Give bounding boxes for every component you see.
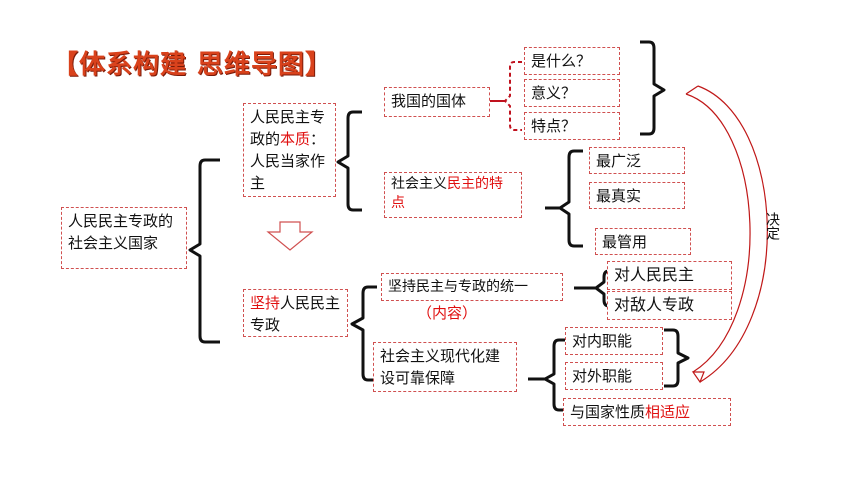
- guarantee-node: 社会主义现代化建设可靠保障: [373, 342, 517, 392]
- uphold-node: 坚持人民民主专政: [243, 289, 348, 337]
- question-what-node: 是什么？: [524, 47, 620, 75]
- essence-node: 人民民主专政的本质：人民当家作主: [243, 103, 336, 197]
- socialist-democracy-node: 社会主义民主的特点: [384, 172, 522, 218]
- question-features-node: 特点？: [524, 112, 620, 140]
- internal-function-node: 对内职能: [565, 327, 663, 355]
- decide-label: 决定: [764, 212, 780, 240]
- country-nature-node: 我国的国体: [384, 87, 490, 117]
- democracy-people-node: 对人民民主: [607, 261, 732, 290]
- widest-node: 最广泛: [589, 147, 685, 174]
- unity-node: 坚持民主与专政的统一: [381, 273, 563, 301]
- content-note: （内容）: [417, 304, 478, 322]
- most-effective-node: 最管用: [595, 228, 691, 255]
- truest-node: 最真实: [589, 182, 685, 209]
- root-node: 人民民主专政的社会主义国家: [61, 207, 187, 269]
- page-title: 【体系构建 思维导图】: [52, 50, 333, 80]
- external-function-node: 对外职能: [565, 362, 663, 390]
- adapt-node: 与国家性质相适应: [563, 398, 731, 426]
- question-meaning-node: 意义？: [524, 79, 620, 107]
- dictatorship-enemy-node: 对敌人专政: [607, 291, 732, 320]
